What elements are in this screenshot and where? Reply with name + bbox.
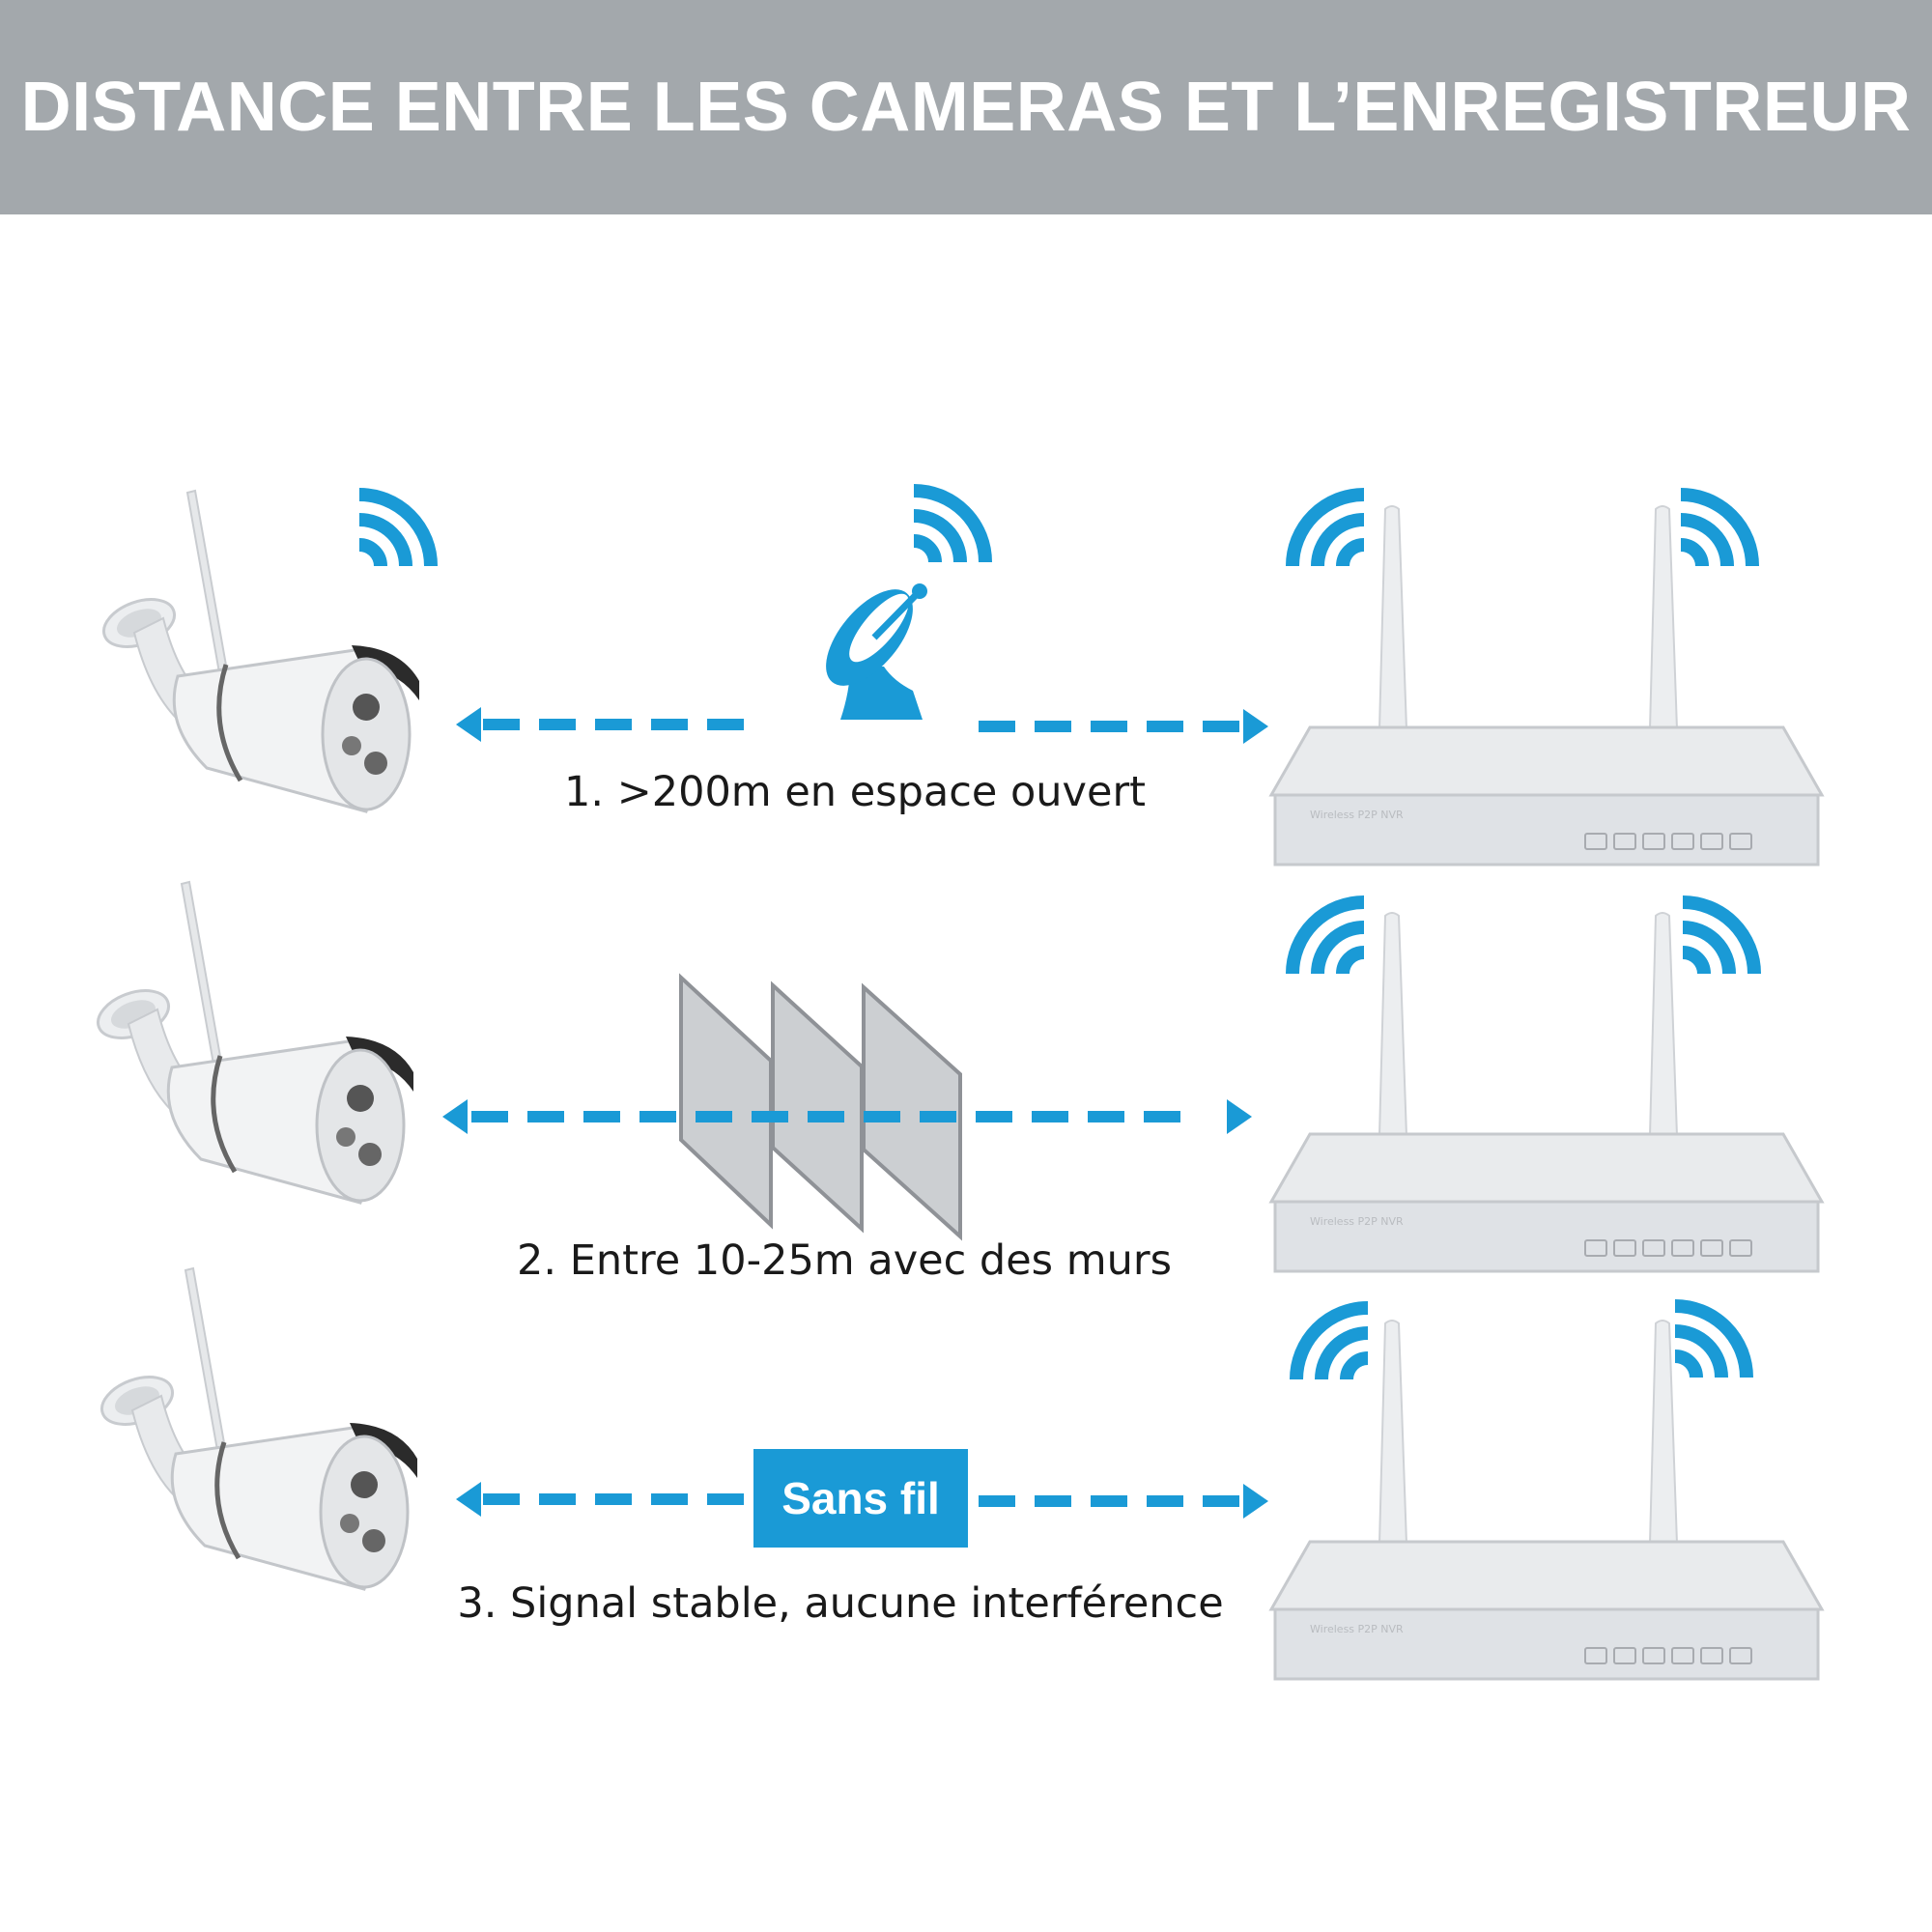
arrow-head-right-2 [1227, 1099, 1252, 1134]
nvr-3-wifi-right-icon [1675, 1306, 1747, 1378]
camera-3 [96, 1268, 417, 1589]
nvr-3-wifi-left-icon [1296, 1308, 1368, 1379]
header-banner: DISTANCE ENTRE LES CAMERAS ET L’ENREGIST… [0, 0, 1932, 214]
row-3 [96, 1268, 1824, 1681]
satellite-dish-icon [826, 583, 927, 720]
walls-icon [679, 973, 962, 1241]
caption-row-1: 1. >200m en espace ouvert [564, 768, 1146, 816]
dish-wifi-icon [914, 491, 985, 562]
caption-row-2: 2. Entre 10-25m avec des murs [517, 1236, 1172, 1285]
nvr-2-wifi-left-icon [1293, 902, 1364, 974]
caption-row-3: 3. Signal stable, aucune interférence [457, 1579, 1224, 1628]
arrow-head-left-2 [442, 1099, 468, 1134]
nvr-1-wifi-left-icon [1293, 495, 1364, 566]
arrow-head-right-1 [1243, 709, 1268, 744]
arrow-head-right-3 [1243, 1484, 1268, 1519]
camera-1-wifi-icon [359, 495, 431, 566]
wireless-badge: Sans fil [753, 1449, 968, 1548]
arrow-head-left-1 [456, 707, 481, 742]
nvr-1-wifi-right-icon [1681, 495, 1752, 566]
arrow-head-left-3 [456, 1482, 481, 1517]
camera-2 [92, 882, 413, 1203]
row-1 [98, 491, 1824, 867]
nvr-2-wifi-right-icon [1683, 902, 1754, 974]
nvr-2 [1269, 911, 1824, 1273]
row-2 [92, 882, 1824, 1273]
nvr-1 [1269, 504, 1824, 867]
page-title: DISTANCE ENTRE LES CAMERAS ET L’ENREGIST… [20, 69, 1912, 146]
camera-1 [98, 491, 419, 811]
